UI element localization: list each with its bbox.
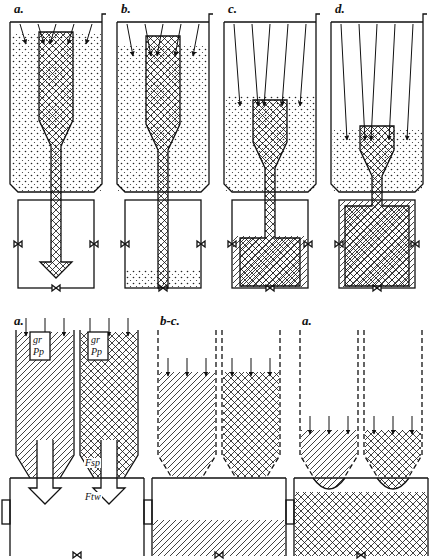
pattern-shape bbox=[345, 126, 409, 286]
pressure-arrow bbox=[412, 416, 413, 434]
pressure-arrow bbox=[64, 318, 65, 336]
pressure-arrow bbox=[193, 24, 199, 56]
tube-wall bbox=[222, 330, 280, 478]
extrusion-blob bbox=[377, 478, 409, 489]
pressure-arrow bbox=[282, 24, 288, 106]
symbol-label: gr bbox=[33, 335, 42, 345]
pressure-arrow bbox=[348, 416, 349, 434]
pressure-arrow bbox=[270, 358, 271, 376]
pressure-arrow bbox=[50, 24, 56, 44]
valve-symbol bbox=[121, 241, 129, 247]
charge-fill bbox=[301, 430, 357, 477]
pressure-arrow bbox=[109, 318, 110, 336]
symbol-label: Ftw bbox=[84, 492, 102, 502]
pressure-arrow bbox=[251, 358, 252, 376]
stage-label: b. bbox=[121, 2, 131, 15]
valve-symbol bbox=[52, 285, 60, 291]
side-port bbox=[144, 500, 152, 524]
pressure-arrow bbox=[20, 24, 26, 44]
pattern-shape bbox=[39, 32, 73, 278]
lower-chamber bbox=[152, 478, 286, 556]
stage-label: a. bbox=[14, 314, 24, 327]
pressure-arrow bbox=[234, 24, 240, 106]
pressure-arrow bbox=[86, 24, 92, 44]
extrusion-blob bbox=[313, 478, 345, 489]
valve-symbol bbox=[90, 241, 98, 247]
lower-chamber bbox=[10, 478, 144, 556]
pressure-arrow bbox=[252, 24, 258, 106]
pressure-arrow bbox=[359, 24, 365, 140]
pressure-arrow bbox=[300, 24, 306, 106]
symbol-label: gr bbox=[91, 335, 100, 345]
pressure-arrow bbox=[393, 416, 394, 434]
pressure-arrow bbox=[310, 416, 311, 434]
stage-label: a. bbox=[14, 2, 24, 15]
pressure-arrow bbox=[157, 24, 163, 56]
pressure-arrow bbox=[389, 24, 395, 140]
valve-symbol bbox=[304, 241, 312, 247]
pressure-arrow bbox=[371, 24, 377, 140]
valve-symbol bbox=[14, 241, 22, 247]
valve-symbol bbox=[73, 552, 81, 558]
pressure-arrow bbox=[374, 416, 375, 434]
charge-fill bbox=[159, 372, 215, 477]
pressure-arrow bbox=[407, 24, 413, 140]
side-port bbox=[2, 500, 10, 524]
tube-wall bbox=[364, 330, 422, 478]
symbol-label: Pp bbox=[33, 347, 44, 357]
pattern-shape bbox=[240, 100, 300, 286]
pressure-arrow bbox=[206, 358, 207, 376]
stage-label: b-c. bbox=[160, 314, 180, 327]
pressure-arrow bbox=[127, 24, 133, 56]
pressure-arrow bbox=[264, 24, 270, 106]
pressure-arrow bbox=[175, 24, 181, 56]
charge-fill bbox=[365, 430, 421, 477]
product-fill bbox=[153, 520, 285, 556]
valve-symbol bbox=[197, 241, 205, 247]
product-fill bbox=[295, 492, 427, 556]
pressure-arrow bbox=[187, 358, 188, 376]
valve-symbol bbox=[228, 241, 236, 247]
pressure-arrow bbox=[168, 358, 169, 376]
tube-wall bbox=[300, 330, 358, 478]
pressure-arrow bbox=[26, 318, 27, 336]
pressure-arrow bbox=[128, 318, 129, 336]
pressure-arrow bbox=[341, 24, 347, 140]
valve-symbol bbox=[411, 241, 419, 247]
tube-wall bbox=[158, 330, 216, 478]
valve-symbol bbox=[357, 552, 365, 558]
pattern-shape bbox=[146, 36, 180, 288]
valve-symbol bbox=[215, 552, 223, 558]
pressure-arrow bbox=[38, 24, 44, 44]
gauge-box bbox=[30, 332, 50, 360]
pressure-arrow bbox=[145, 24, 151, 56]
pressure-arrow bbox=[232, 358, 233, 376]
stage-label: a. bbox=[302, 314, 312, 327]
stage-label: c. bbox=[228, 2, 237, 15]
gauge-box bbox=[88, 332, 108, 360]
charge-fill bbox=[223, 372, 279, 477]
side-port bbox=[286, 500, 294, 524]
lower-chamber bbox=[294, 478, 428, 556]
pressure-arrow bbox=[68, 24, 74, 44]
stage-label: d. bbox=[335, 2, 345, 15]
pressure-arrow bbox=[329, 416, 330, 434]
valve-symbol bbox=[335, 241, 343, 247]
pattern-shape bbox=[29, 440, 61, 504]
symbol-label: Fsp bbox=[84, 458, 101, 468]
symbol-label: Pp bbox=[91, 347, 102, 357]
